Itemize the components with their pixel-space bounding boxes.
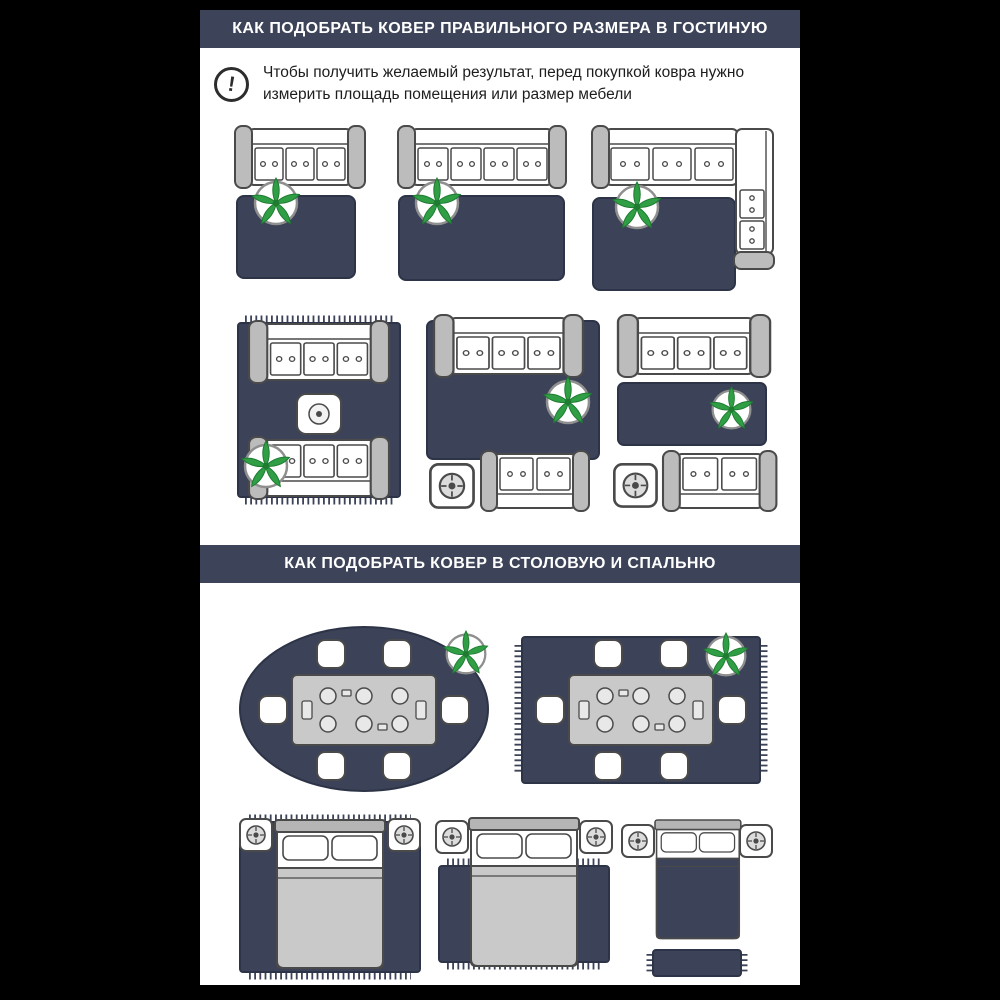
diagram-livingroom-medium-rug: [426, 313, 600, 512]
nightstand-lamp: [739, 824, 773, 858]
section-header-dining-bedroom: КАК ПОДОБРАТЬ КОВЕР В СТОЛОВУЮ И СПАЛЬНЮ: [200, 545, 800, 583]
diagram-livingroom-small-rug: [613, 313, 778, 513]
nightstand-lamp: [579, 820, 613, 854]
diagram-bedroom-partial-rug: [435, 817, 613, 970]
measurement-note: ! Чтобы получить желаемый результат, пер…: [214, 62, 755, 106]
warning-icon: !: [214, 66, 249, 102]
nightstand-lamp: [239, 818, 273, 852]
nightstand-lamp: [621, 824, 655, 858]
diagram-sofa-rug-option-1: [234, 125, 366, 279]
section-title-dining-bedroom: КАК ПОДОБРАТЬ КОВЕР В СТОЛОВУЮ И СПАЛЬНЮ: [284, 555, 716, 572]
rug: [652, 949, 742, 977]
sofa: [234, 125, 366, 189]
sofa: [397, 125, 567, 189]
diagram-dining-rect-rug: [514, 631, 768, 784]
side-table-lamp: [429, 463, 475, 509]
bed: [274, 819, 386, 969]
sofa: [247, 319, 391, 385]
nightstand-lamp: [387, 818, 421, 852]
diagram-bedroom-full-rug: [239, 814, 421, 980]
diagram-livingroom-large-rug: [237, 315, 401, 505]
bed: [468, 817, 580, 967]
nightstand-lamp: [435, 820, 469, 854]
right-black-bar: [800, 0, 1000, 1000]
sofa: [616, 313, 772, 379]
sofa: [432, 313, 585, 379]
section-title-living-room: КАК ПОДОБРАТЬ КОВЕР ПРАВИЛЬНОГО РАЗМЕРА …: [232, 20, 768, 37]
sofa: [661, 449, 778, 513]
note-text: Чтобы получить желаемый результат, перед…: [263, 64, 745, 103]
sofa: [480, 450, 590, 512]
diagram-bedroom-foot-rug: [621, 819, 773, 977]
rug: [592, 197, 736, 291]
bed-navy-blanket: [654, 819, 742, 940]
coffee-table: [296, 393, 342, 435]
left-black-bar: [0, 0, 200, 1000]
side-table-lamp: [613, 463, 658, 508]
diagram-dining-oval-rug: [239, 626, 490, 792]
corner-sofa: [591, 125, 775, 270]
infographic-panel: КАК ПОДОБРАТЬ КОВЕР ПРАВИЛЬНОГО РАЗМЕРА …: [200, 10, 800, 985]
diagram-sofa-rug-option-2: [397, 125, 567, 281]
section-header-living-room: КАК ПОДОБРАТЬ КОВЕР ПРАВИЛЬНОГО РАЗМЕРА …: [200, 10, 800, 48]
diagram-corner-sofa-rug-option-3: [591, 125, 775, 291]
